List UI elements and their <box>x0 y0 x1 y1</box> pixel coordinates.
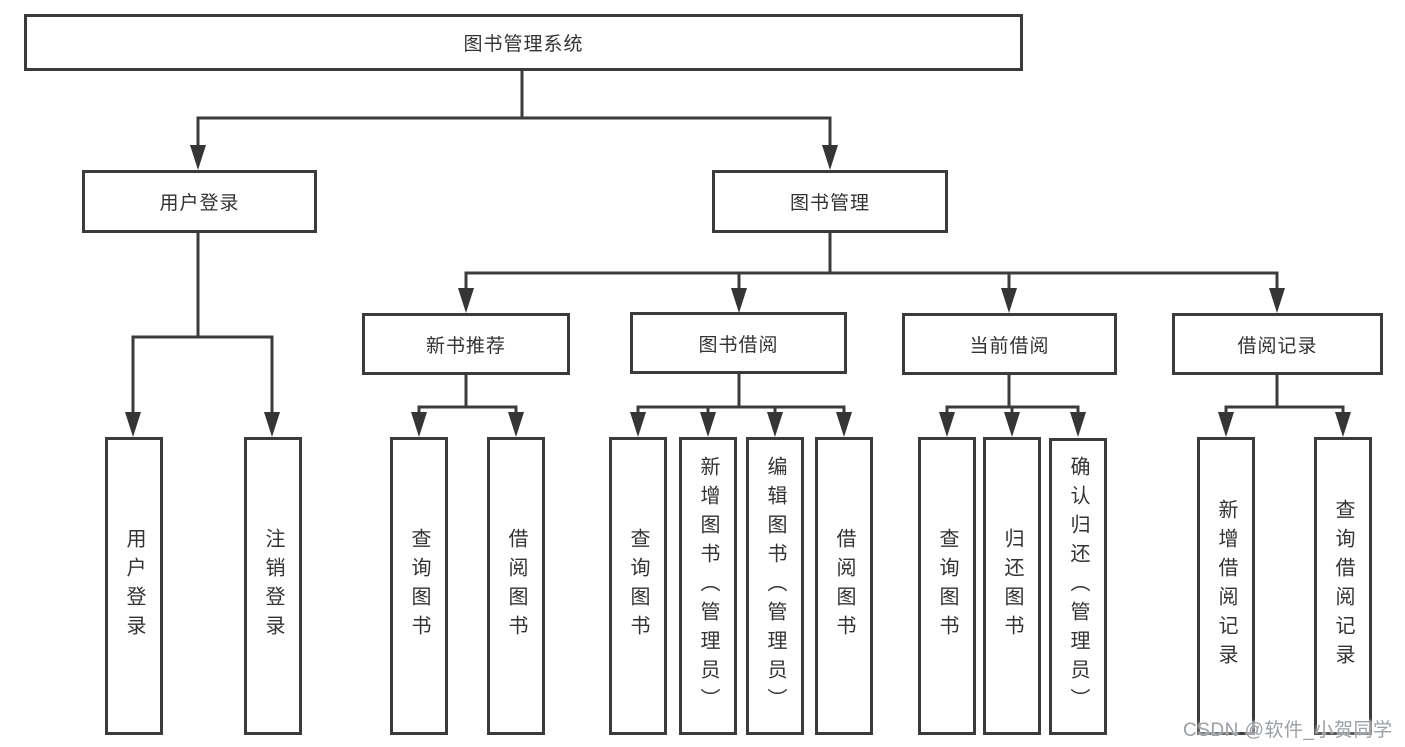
leaf-current-confirm-label: 确认归还（管理员） <box>1067 456 1089 717</box>
node-root-label: 图书管理系统 <box>463 34 584 55</box>
leaf-borrow-add: 新增图书（管理员） <box>679 437 737 735</box>
node-current-label: 当前借阅 <box>969 335 1050 357</box>
leaf-newbooks-borrow: 借阅图书 <box>487 437 545 735</box>
leaf-user-login-label: 用户登录 <box>123 528 145 644</box>
leaf-newbooks-query-label: 查询图书 <box>408 528 430 644</box>
leaf-newbooks-borrow-label: 借阅图书 <box>505 528 527 644</box>
leaf-borrow-borrow-label: 借阅图书 <box>833 528 855 644</box>
csdn-watermark: CSDN @软件_小贺同学 <box>1183 720 1393 741</box>
leaf-current-query: 查询图书 <box>918 437 976 735</box>
connector-root-to-level2 <box>190 68 838 170</box>
leaf-records-query: 查询借阅记录 <box>1314 437 1372 735</box>
leaf-records-add-label: 新增借阅记录 <box>1215 499 1237 673</box>
connector-new-books-children <box>411 373 524 437</box>
connector-records-children <box>1218 373 1351 437</box>
node-root: 图书管理系统 <box>24 14 1023 71</box>
connector-book-mgmt-children <box>458 231 1285 313</box>
node-user-login: 用户登录 <box>82 170 317 233</box>
leaf-borrow-add-label: 新增图书（管理员） <box>697 455 719 717</box>
connector-user-login-children <box>125 231 280 437</box>
node-user-login-label: 用户登录 <box>159 193 240 214</box>
node-borrow: 图书借阅 <box>630 312 847 374</box>
node-records: 借阅记录 <box>1172 313 1383 375</box>
leaf-borrow-query-label: 查询图书 <box>627 528 649 644</box>
leaf-logout-label: 注销登录 <box>262 528 284 644</box>
leaf-current-confirm: 确认归还（管理员） <box>1049 438 1107 735</box>
node-new-books: 新书推荐 <box>362 313 570 375</box>
leaf-current-return-label: 归还图书 <box>1001 528 1023 644</box>
connector-borrow-children <box>630 373 852 437</box>
node-book-mgmt-label: 图书管理 <box>789 193 870 214</box>
node-book-mgmt: 图书管理 <box>712 170 948 233</box>
connector-current-children <box>939 373 1086 437</box>
leaf-records-add: 新增借阅记录 <box>1197 437 1255 735</box>
leaf-newbooks-query: 查询图书 <box>390 437 448 735</box>
leaf-borrow-query: 查询图书 <box>609 437 667 735</box>
leaf-current-query-label: 查询图书 <box>936 528 958 644</box>
leaf-records-query-label: 查询借阅记录 <box>1332 499 1354 673</box>
leaf-current-return: 归还图书 <box>983 437 1041 735</box>
leaf-borrow-edit-label: 编辑图书（管理员） <box>764 455 786 717</box>
leaf-user-login: 用户登录 <box>105 437 163 735</box>
node-records-label: 借阅记录 <box>1237 335 1318 357</box>
leaf-borrow-borrow: 借阅图书 <box>815 437 873 735</box>
node-new-books-label: 新书推荐 <box>425 335 506 357</box>
node-borrow-label: 图书借阅 <box>698 334 779 356</box>
node-current: 当前借阅 <box>902 313 1117 375</box>
leaf-logout: 注销登录 <box>244 437 302 735</box>
leaf-borrow-edit: 编辑图书（管理员） <box>746 437 804 735</box>
